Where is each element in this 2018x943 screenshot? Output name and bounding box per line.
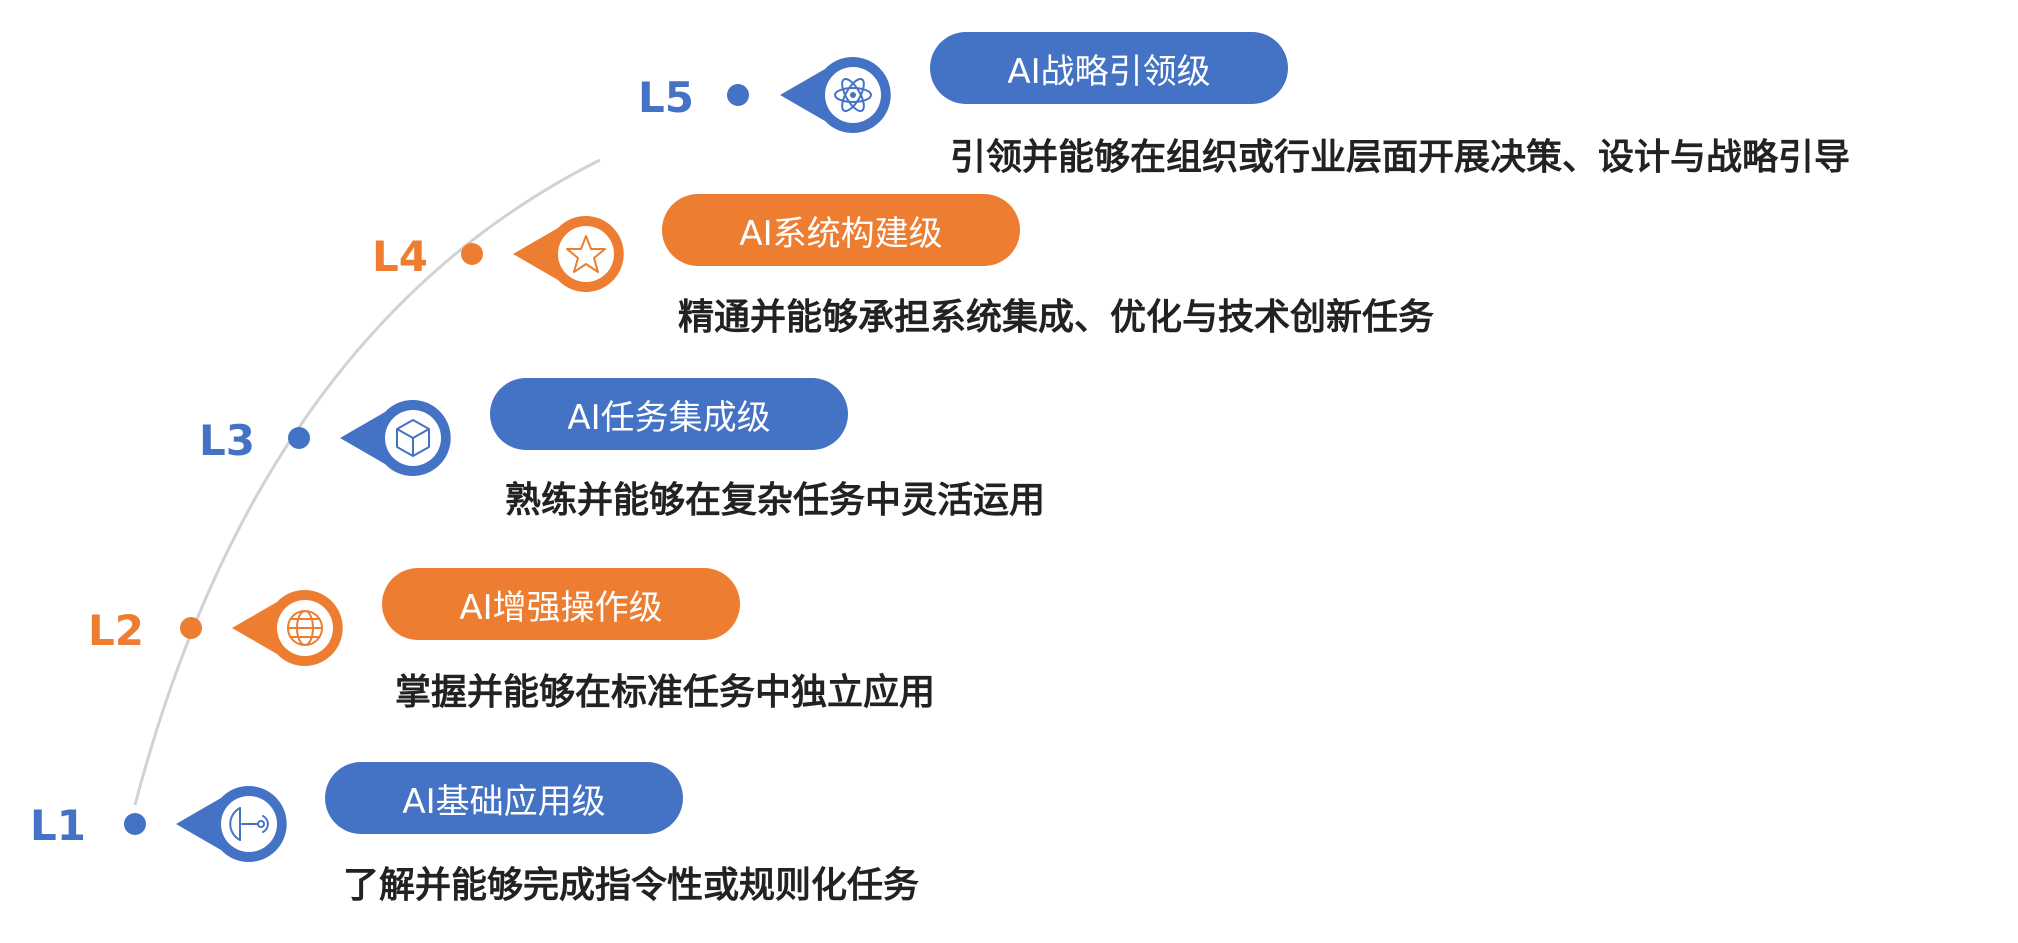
level-title-l1: AI基础应用级 (325, 762, 683, 834)
level-code-l3: L3 (199, 416, 255, 465)
level-title-l5: AI战略引领级 (930, 32, 1288, 104)
level-title-l2: AI增强操作级 (382, 568, 740, 640)
level-code-l5: L5 (638, 73, 694, 122)
level-code-l2: L2 (88, 606, 144, 655)
level-dot-l5 (727, 84, 749, 106)
level-desc-l1: 了解并能够完成指令性或规则化任务 (343, 865, 920, 906)
level-dot-l1 (124, 813, 146, 835)
level-desc-l5: 引领并能够在组织或行业层面开展决策、设计与战略引导 (950, 137, 1851, 178)
level-code-l4: L4 (372, 232, 428, 281)
level-title-l3: AI任务集成级 (490, 378, 848, 450)
level-desc-l4: 精通并能够承担系统集成、优化与技术创新任务 (678, 297, 1435, 338)
cube-icon (340, 400, 451, 476)
globe-icon (232, 590, 343, 666)
level-dot-l4 (461, 243, 483, 265)
level-dot-l2 (180, 617, 202, 639)
level-desc-l2: 掌握并能够在标准任务中独立应用 (395, 672, 936, 713)
level-code-l1: L1 (30, 801, 86, 850)
star-icon (513, 216, 624, 292)
level-title-l4: AI系统构建级 (662, 194, 1020, 266)
satellite-dish-icon (176, 786, 287, 862)
level-desc-l3: 熟练并能够在复杂任务中灵活运用 (505, 480, 1046, 521)
level-dot-l3 (288, 427, 310, 449)
atom-icon (780, 57, 891, 133)
